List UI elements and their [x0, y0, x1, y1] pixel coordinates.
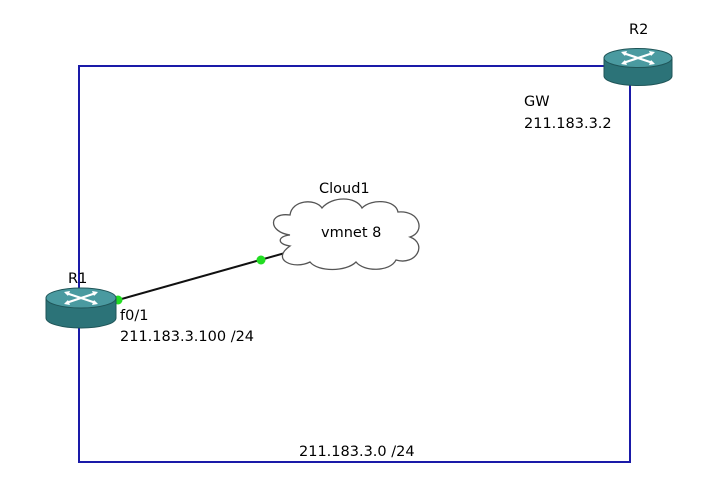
cloud-name: Cloud1 [319, 181, 370, 197]
cloud-icon[interactable] [273, 198, 420, 271]
gateway-title: GW [524, 94, 550, 110]
r1-interface-label: f0/1 [120, 308, 149, 324]
gateway-ip: 211.183.3.2 [524, 116, 612, 132]
cloud-link-status-dot [256, 255, 266, 265]
cloud-label: vmnet 8 [321, 225, 382, 241]
r1-ip-address: 211.183.3.100 /24 [120, 329, 255, 345]
router-r2-name: R2 [629, 22, 649, 38]
router-icon[interactable] [45, 287, 117, 329]
network-segment-line [78, 65, 631, 463]
router-icon[interactable] [603, 48, 673, 86]
router-r1-name: R1 [68, 271, 88, 287]
network-address-label: 211.183.3.0 /24 [299, 444, 415, 460]
